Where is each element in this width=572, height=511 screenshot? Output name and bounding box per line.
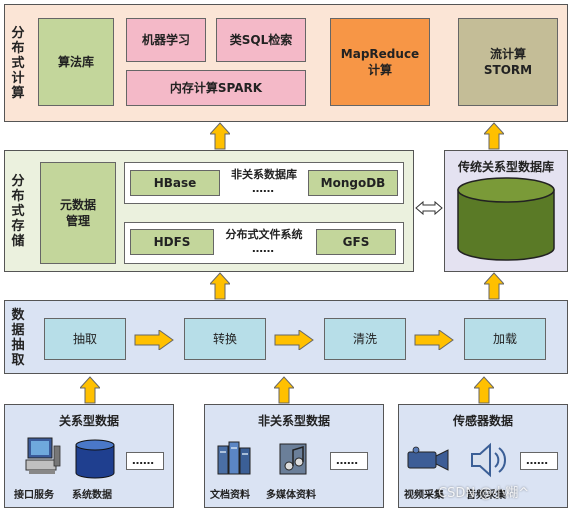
video-capture-label: 视频采集 — [404, 490, 444, 501]
nosql-dots: …… — [252, 182, 274, 195]
step-extract-box: 抽取 — [44, 318, 126, 360]
compute-layer-title: 分布式计算 — [11, 26, 25, 101]
arrow-up-icon — [274, 376, 294, 404]
arrow-up-icon — [210, 122, 230, 150]
arrow-up-icon — [474, 376, 494, 404]
arrow-up-icon — [484, 122, 504, 150]
step-load-box: 加载 — [464, 318, 546, 360]
nonrelational-source-title: 非关系型数据 — [257, 414, 330, 428]
arrow-up-icon — [210, 272, 230, 300]
machine-learning-box: 机器学习 — [126, 18, 206, 62]
fs-dots: …… — [252, 242, 274, 255]
arrow-up-icon — [80, 376, 100, 404]
video-camera-icon — [407, 446, 449, 471]
mongodb-box: MongoDB — [308, 170, 398, 196]
hdfs-box: HDFS — [130, 229, 214, 255]
gfs-box: GFS — [316, 229, 396, 255]
hbase-box: HBase — [130, 170, 220, 196]
computer-icon — [25, 437, 61, 474]
relational-more-box — [126, 452, 164, 470]
nosql-label: 非关系数据库 — [231, 168, 297, 181]
extract-layer-title: 数据抽取 — [11, 308, 25, 368]
traditional-db-title: 传统关系型数据库 — [457, 160, 554, 174]
storage-layer-title: 分布式存储 — [11, 174, 25, 249]
sql-search-box: 类SQL检索 — [216, 18, 306, 62]
sensor-more-box — [520, 452, 558, 470]
arrow-up-icon — [484, 272, 504, 300]
spark-box: 内存计算SPARK — [126, 70, 306, 106]
interface-service-label: 接口服务 — [14, 490, 54, 501]
multimedia-label: 多媒体资料 — [266, 490, 316, 501]
sensor-dots: …… — [526, 454, 548, 467]
nonrelational-more-box — [330, 452, 368, 470]
database-icon — [75, 439, 115, 479]
database-icon — [457, 177, 555, 261]
sensor-source-title: 传感器数据 — [452, 414, 513, 428]
relational-dots: …… — [132, 454, 154, 467]
multimedia-icon — [279, 443, 307, 475]
system-data-label: 系统数据 — [72, 490, 112, 501]
document-icon — [217, 441, 251, 475]
step-clean-box: 清洗 — [324, 318, 406, 360]
metadata-box: 元数据 管理 — [40, 162, 116, 264]
document-label: 文档资料 — [210, 490, 250, 501]
audio-capture-label: 音频采集 — [466, 490, 506, 501]
watermark: CSDN @小糊^ — [438, 486, 530, 501]
relational-source-title: 关系型数据 — [58, 414, 119, 428]
fs-label: 分布式文件系统 — [225, 228, 303, 241]
arrow-right-icon — [414, 330, 454, 350]
algorithm-library-box: 算法库 — [38, 18, 114, 106]
bidirectional-arrow-icon — [415, 200, 443, 216]
speaker-icon — [471, 442, 506, 478]
arrow-right-icon — [134, 330, 174, 350]
step-transform-box: 转换 — [184, 318, 266, 360]
arrow-right-icon — [274, 330, 314, 350]
mapreduce-box: MapReduce 计算 — [330, 18, 430, 106]
storm-box: 流计算 STORM — [458, 18, 558, 106]
nonrelational-dots: …… — [336, 454, 358, 467]
